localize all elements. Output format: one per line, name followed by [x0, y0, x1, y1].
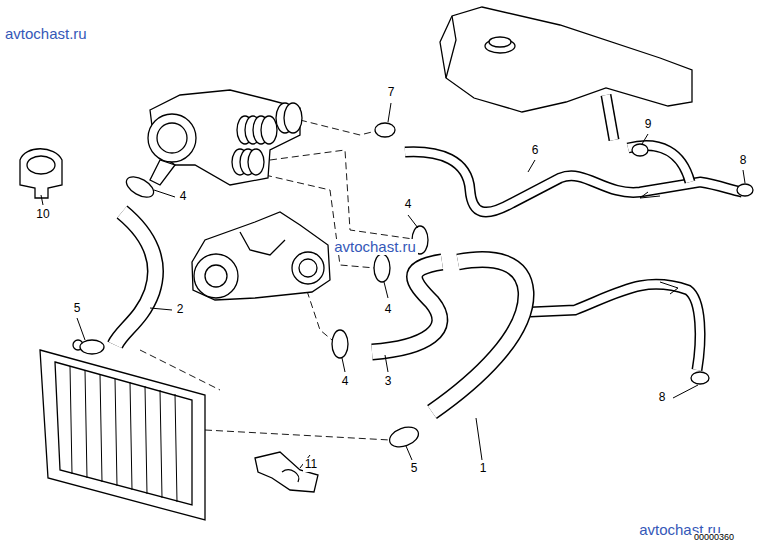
callout-number: 7: [386, 86, 397, 99]
assembly-line: [205, 430, 390, 440]
thermostat-housing: [150, 90, 300, 185]
thermostat-cover: [148, 114, 196, 162]
watermark: avtochast.ru: [332, 239, 418, 256]
drawing-number: 00000360: [692, 533, 736, 543]
callout-number: 5: [409, 462, 420, 475]
outlet-ribs: [232, 103, 302, 175]
callout-number: 11: [303, 458, 319, 471]
callout-number: 9: [643, 118, 654, 131]
callout-number: 5: [72, 302, 83, 315]
tank-edge: [446, 16, 456, 78]
callout-number: 3: [383, 375, 394, 388]
callout-number: 6: [530, 144, 541, 157]
water-pump: [192, 212, 330, 300]
callout-number: 8: [738, 154, 749, 167]
filler-neck: [489, 37, 511, 47]
callout-number: 4: [340, 375, 351, 388]
expansion-tank: [440, 7, 692, 112]
callout-number: 8: [657, 391, 668, 404]
watermark: avtochast.ru: [3, 26, 89, 43]
bracket: [20, 149, 62, 198]
assembly-line: [300, 120, 380, 135]
callout-number: 1: [478, 462, 489, 475]
radiator: [40, 350, 205, 520]
callout-number: 4: [178, 190, 189, 203]
callout-number: 4: [403, 198, 414, 211]
callout-number: 10: [34, 208, 51, 221]
callout-number: 4: [383, 303, 394, 316]
callout-number: 2: [175, 303, 186, 316]
